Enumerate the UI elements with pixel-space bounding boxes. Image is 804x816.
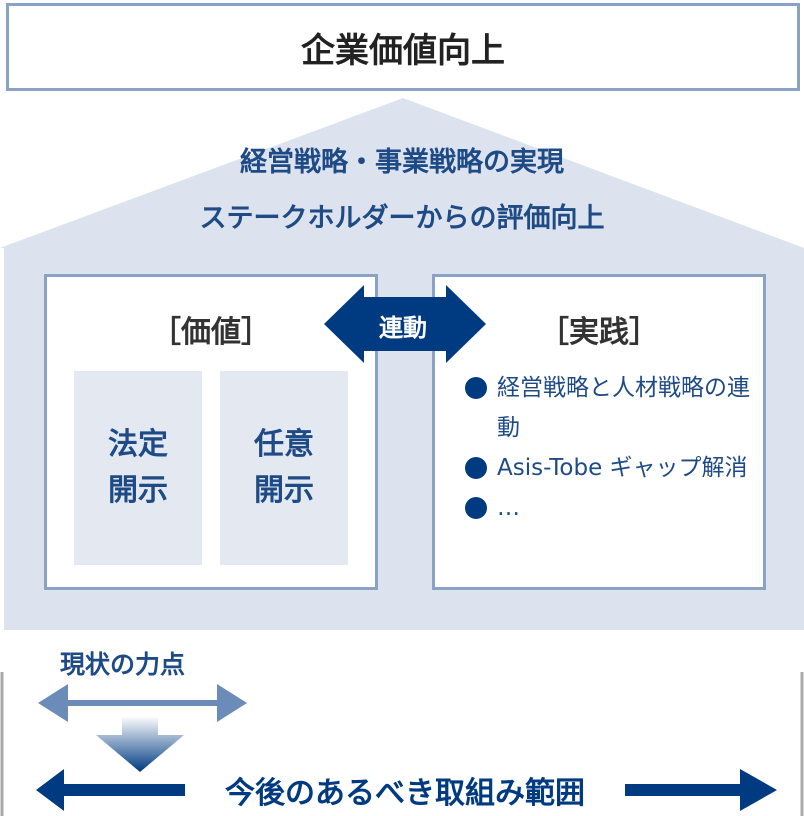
current-focus-label: 現状の力点 (60, 650, 186, 679)
value-panel: ［価値］ 法定 開示 任意 開示 (44, 274, 378, 590)
roof-line-2: ステークホルダーからの評価向上 (199, 203, 605, 234)
list-item: Asis-Tobe ギャップ解消 (465, 448, 755, 488)
bullet-icon (465, 497, 487, 519)
practice-panel-title: ［実践］ (539, 315, 659, 350)
practice-list: 経営戦略と人材戦略の連動 Asis-Tobe ギャップ解消 … (465, 368, 755, 528)
link-label: 連動 (379, 314, 427, 342)
practice-panel: ［実践］ (432, 274, 766, 590)
box-line: 法定 (108, 427, 168, 462)
bullet-icon (465, 377, 487, 399)
list-item-text: Asis-Tobe ギャップ解消 (497, 455, 748, 481)
statutory-disclosure-box: 法定 開示 (74, 371, 202, 565)
voluntary-disclosure-box: 任意 開示 (220, 371, 348, 565)
house-roof (0, 98, 804, 248)
future-scope-label: 今後のあるべき取組み範囲 (185, 768, 625, 812)
roof-line-1: 経営戦略・事業戦略の実現 (240, 147, 564, 178)
current-arrow (38, 684, 247, 722)
down-arrow (96, 716, 184, 772)
list-item-text: 経営戦略と人材戦略の連動 (497, 375, 750, 441)
list-item: … (465, 488, 755, 528)
box-line: 開示 (254, 473, 314, 508)
list-item: 経営戦略と人材戦略の連動 (465, 368, 755, 448)
list-item-text: … (497, 495, 520, 521)
box-line: 開示 (108, 473, 168, 508)
value-panel-title: ［価値］ (151, 315, 271, 350)
page-title: 企業価値向上 (6, 3, 800, 91)
box-line: 任意 (254, 427, 314, 462)
bullet-icon (465, 457, 487, 479)
